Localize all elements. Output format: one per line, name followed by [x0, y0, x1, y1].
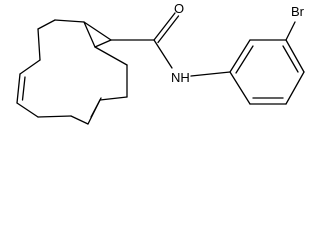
bond: [19, 59, 41, 75]
bond: [21, 76, 26, 101]
bond: [153, 12, 176, 41]
bond: [157, 15, 180, 44]
bond: [229, 39, 251, 73]
bond: [16, 102, 39, 118]
bond: [83, 21, 112, 41]
bond: [99, 96, 128, 101]
bond: [229, 71, 251, 105]
oxygen-label: O: [174, 1, 184, 16]
bond: [37, 115, 72, 118]
bond: [94, 39, 112, 48]
bond: [54, 19, 85, 23]
bond: [94, 46, 128, 66]
structure-diagram: O NH Br: [16, 1, 305, 125]
bond: [16, 73, 21, 104]
atom-labels: O NH Br: [171, 1, 305, 85]
bond: [285, 21, 296, 41]
bond: [153, 39, 173, 69]
bond: [83, 21, 96, 48]
amide-nitrogen-label: NH: [171, 70, 190, 85]
bond: [70, 115, 89, 125]
bond: [285, 39, 305, 73]
bond: [37, 19, 56, 30]
bromine-label: Br: [291, 4, 305, 19]
bond: [285, 71, 305, 105]
bond: [37, 28, 41, 61]
bonds: [16, 12, 305, 125]
bond: [282, 45, 299, 73]
bond: [235, 45, 254, 74]
bond: [190, 71, 231, 77]
bond: [90, 97, 102, 118]
